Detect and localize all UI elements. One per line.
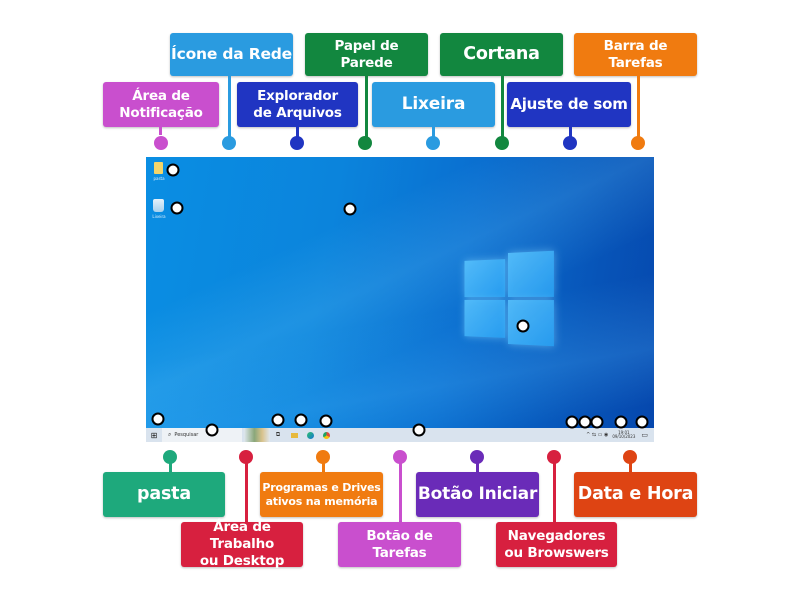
connector (476, 462, 479, 472)
chrome-browser-icon (318, 428, 334, 442)
label-text: Ajuste de som (510, 95, 628, 114)
connector-dot (623, 450, 637, 464)
connector-dot (316, 450, 330, 464)
drop-target-wallpaper[interactable] (343, 202, 357, 216)
connector (169, 462, 172, 472)
connector-dot (631, 136, 645, 150)
connector-dot (495, 136, 509, 150)
system-tray: ^ ⇆ ▭ ◉ 19:01 09/10/2023 ▭ (586, 428, 654, 442)
search-icon: ⌕ (168, 431, 172, 438)
drop-target-search-cortana[interactable] (205, 423, 219, 437)
edge-browser-icon (302, 428, 318, 442)
connector (296, 127, 299, 137)
label-data-hora[interactable]: Data e Hora (574, 472, 697, 517)
connector (629, 462, 632, 472)
drop-target-recycle-bin[interactable] (170, 201, 184, 215)
connector-dot (163, 450, 177, 464)
connector-dot (154, 136, 168, 150)
connector (228, 76, 231, 138)
drop-target-taskbar[interactable] (412, 423, 426, 437)
label-text: Botão Iniciar (417, 483, 538, 504)
windows-desktop-screenshot: pasta Lixeira ⊞ ⌕Pesquisar ⧉ ^ ⇆ ▭ ◉ 19:… (146, 157, 654, 442)
search-box: ⌕Pesquisar (162, 428, 242, 442)
connector-dot (358, 136, 372, 150)
clock-time: 19:01 (618, 429, 630, 435)
clock-date: 09/10/2023 (612, 434, 636, 439)
clock: 19:01 09/10/2023 (612, 429, 636, 440)
recycle-bin-icon-label: Lixeira (152, 214, 166, 219)
drop-target-sound[interactable] (590, 415, 604, 429)
label-botao-iniciar[interactable]: Botão Iniciar (416, 472, 539, 517)
label-text: Lixeira (401, 93, 466, 114)
connector (322, 462, 325, 472)
wallpaper-light-beam (146, 157, 654, 442)
connector (159, 127, 162, 135)
label-pasta[interactable]: pasta (103, 472, 225, 517)
task-view-icon: ⧉ (275, 431, 281, 438)
drop-target-date-time[interactable] (614, 415, 628, 429)
drop-target-folder[interactable] (166, 163, 180, 177)
wallpaper-light-beam (146, 157, 654, 442)
drop-target-notification[interactable] (635, 415, 649, 429)
connector-dot (290, 136, 304, 150)
cortana-illustration-icon (244, 428, 270, 442)
connector (553, 462, 556, 522)
start-button: ⊞ (146, 428, 162, 442)
connector-dot (222, 136, 236, 150)
windows-logo-icon (464, 250, 557, 348)
search-placeholder: Pesquisar (174, 432, 199, 438)
tray-icons: ^ ⇆ ▭ ◉ (586, 432, 609, 438)
connector (637, 76, 640, 138)
label-icone-rede[interactable]: Ícone da Rede (170, 33, 293, 76)
label-text: pasta (137, 483, 191, 504)
label-cortana[interactable]: Cortana (440, 33, 563, 76)
connector-dot (547, 450, 561, 464)
label-text: Ícone da Rede (171, 44, 292, 63)
label-ajuste-som[interactable]: Ajuste de som (507, 82, 631, 127)
label-text: Data e Hora (577, 483, 694, 504)
drop-target-task-view[interactable] (271, 413, 285, 427)
folder-icon (154, 162, 163, 174)
drop-target-windows-logo[interactable] (516, 319, 530, 333)
connector (245, 462, 248, 522)
label-text: Cortana (463, 43, 540, 64)
connector-dot (239, 450, 253, 464)
connector (569, 127, 572, 137)
connector (501, 76, 504, 138)
drop-target-file-explorer[interactable] (294, 413, 308, 427)
connector-dot (563, 136, 577, 150)
drop-target-browsers[interactable] (319, 414, 333, 428)
drop-target-tray-hidden-icons[interactable] (565, 415, 579, 429)
file-explorer-icon (286, 428, 302, 442)
connector (399, 462, 402, 522)
recycle-bin-icon (153, 199, 164, 212)
connector-dot (426, 136, 440, 150)
drop-target-start-button[interactable] (151, 412, 165, 426)
connector-dot (393, 450, 407, 464)
folder-icon-label: pasta (153, 176, 165, 181)
taskbar: ⊞ ⌕Pesquisar ⧉ ^ ⇆ ▭ ◉ 19:01 09/10/2023 … (146, 428, 654, 442)
notification-center-icon: ▭ (641, 431, 648, 439)
connector (432, 127, 435, 137)
connector-dot (470, 450, 484, 464)
windows-start-icon: ⊞ (150, 430, 158, 440)
label-lixeira[interactable]: Lixeira (372, 82, 495, 127)
connector (365, 76, 368, 138)
